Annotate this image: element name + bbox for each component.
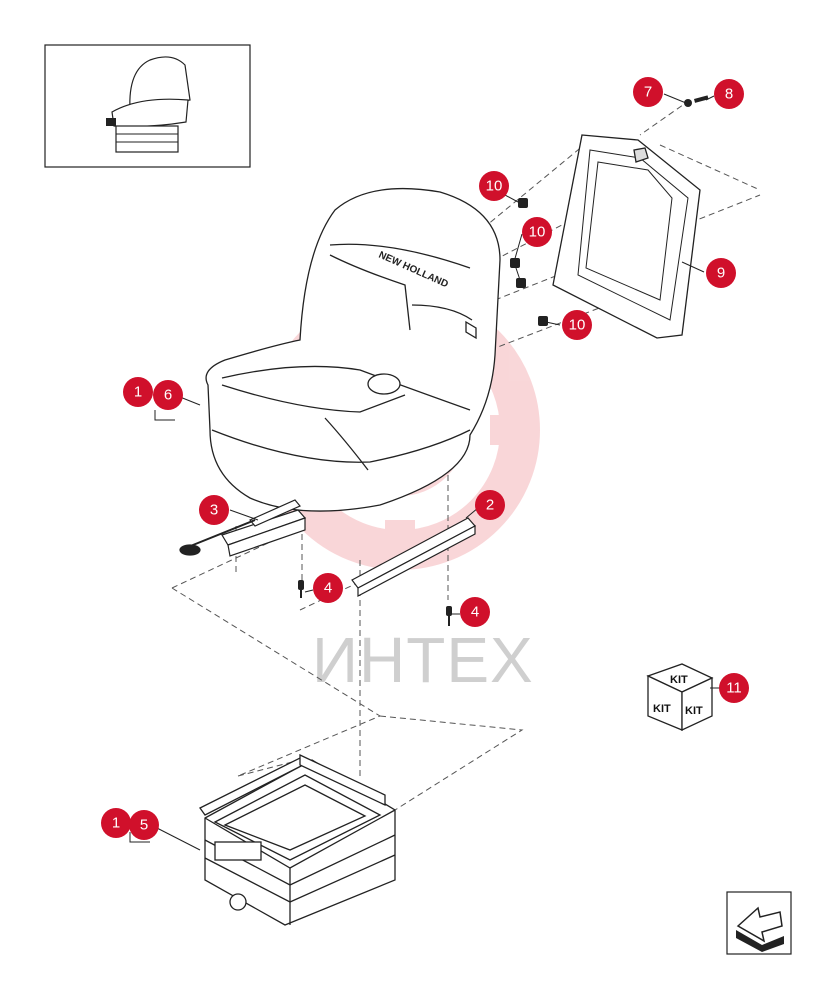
svg-text:4: 4 — [471, 604, 479, 621]
callout-3[interactable]: 3 — [199, 495, 229, 525]
callout-8[interactable]: 8 — [714, 79, 744, 109]
callout-7[interactable]: 7 — [633, 77, 663, 107]
callout-4b[interactable]: 4 — [460, 597, 490, 627]
callout-10b[interactable]: 10 — [522, 217, 552, 247]
seat-rail-right — [351, 517, 476, 597]
svg-text:5: 5 — [140, 817, 148, 834]
return-arrow-icon[interactable] — [726, 891, 792, 955]
back-cover-plate — [552, 134, 701, 339]
svg-text:2: 2 — [486, 497, 494, 514]
fastener-icon — [510, 95, 709, 326]
callout-10c[interactable]: 10 — [562, 310, 592, 340]
callout-10a[interactable]: 10 — [479, 171, 509, 201]
kit-badge-icon — [646, 663, 714, 732]
svg-text:9: 9 — [717, 265, 725, 282]
callout-6[interactable]: 6 — [153, 380, 183, 410]
seat-cushion — [205, 187, 501, 512]
callout-11[interactable]: 11 — [719, 673, 749, 703]
callout-2[interactable]: 2 — [475, 490, 505, 520]
svg-text:3: 3 — [210, 502, 218, 519]
callout-4a[interactable]: 4 — [313, 573, 343, 603]
kit-label-left: KIT — [653, 703, 671, 715]
seat-thumbnail-icon — [44, 44, 251, 168]
kit-label-top: KIT — [670, 674, 688, 686]
svg-text:10: 10 — [529, 224, 546, 241]
seat-suspension-base — [199, 753, 396, 926]
callout-5[interactable]: 5 — [129, 810, 159, 840]
svg-text:1: 1 — [134, 384, 142, 401]
svg-text:7: 7 — [644, 84, 652, 101]
bolt-icon — [298, 580, 452, 626]
kit-label-right: KIT — [685, 705, 703, 717]
watermark-text: ИНТЕХ — [312, 624, 534, 696]
callout-1a[interactable]: 1 — [123, 377, 153, 407]
svg-text:8: 8 — [725, 86, 733, 103]
svg-text:1: 1 — [112, 815, 120, 832]
svg-text:4: 4 — [324, 580, 332, 597]
callout-1b[interactable]: 1 — [101, 808, 131, 838]
seat-rail-left — [179, 499, 307, 557]
svg-text:11: 11 — [726, 680, 742, 697]
svg-text:10: 10 — [486, 178, 503, 195]
svg-text:10: 10 — [569, 317, 586, 334]
callout-9[interactable]: 9 — [706, 258, 736, 288]
svg-text:6: 6 — [164, 387, 172, 404]
